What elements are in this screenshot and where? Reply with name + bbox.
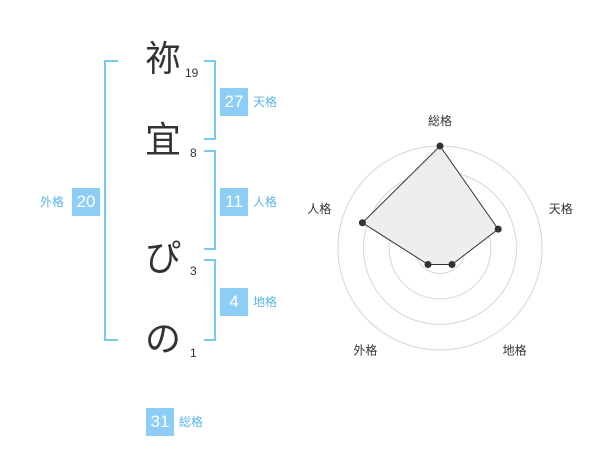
- radar-axis-label: 人格: [307, 201, 331, 216]
- tenkaku-label: 天格: [253, 95, 278, 109]
- radar-area: [361, 145, 499, 265]
- stroke-count-3: 3: [190, 264, 197, 278]
- radar-point: [424, 261, 432, 269]
- radar-point: [358, 219, 366, 227]
- soukaku-value: 31: [146, 408, 174, 436]
- chikaku-value: 4: [220, 288, 248, 316]
- gaikaku-value: 20: [72, 188, 100, 216]
- name-char-3: ぴ: [144, 238, 181, 279]
- radar-point: [436, 142, 444, 150]
- gaikaku-label: 外格: [40, 195, 65, 209]
- name-char-4: の: [144, 319, 181, 360]
- radar-point: [448, 261, 456, 269]
- radar-center: [437, 245, 443, 251]
- chikaku-label: 地格: [253, 295, 278, 309]
- radar-ring: [337, 145, 543, 351]
- radar-axis-label: 天格: [549, 201, 573, 216]
- stroke-count-2: 8: [190, 146, 197, 160]
- soukaku-label: 総格: [179, 415, 204, 429]
- name-char-1: 祢: [144, 39, 181, 80]
- tenkaku-value: 27: [220, 88, 248, 116]
- radar-axis-label: 地格: [503, 343, 527, 358]
- stroke-count-4: 1: [190, 346, 197, 360]
- radar-axis-label: 外格: [353, 343, 377, 358]
- radar-ring: [414, 222, 466, 274]
- radar-axis-label: 総格: [428, 113, 452, 128]
- stroke-count-1: 19: [185, 66, 199, 80]
- radar-ring: [363, 171, 517, 325]
- radar-point: [494, 225, 502, 233]
- name-char-2: 宜: [144, 120, 181, 161]
- radar-ring: [388, 196, 492, 300]
- jinkaku-value: 11: [220, 188, 248, 216]
- jinkaku-label: 人格: [253, 195, 278, 209]
